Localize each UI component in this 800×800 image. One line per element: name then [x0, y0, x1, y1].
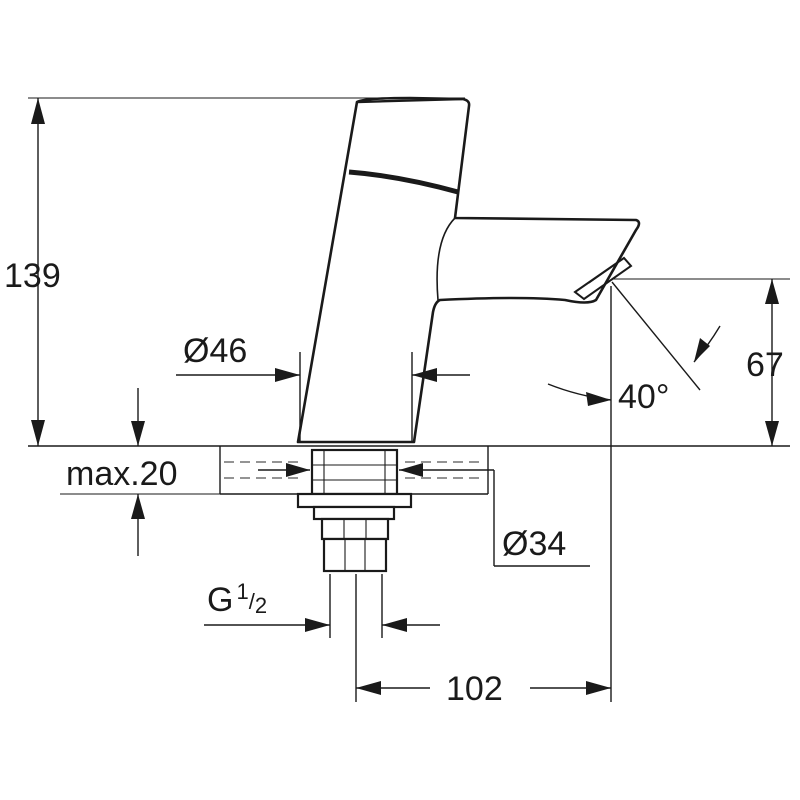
dim-label-body-diameter: Ø46: [183, 332, 247, 370]
dim-body-diameter: [176, 352, 470, 442]
thread-numerator: 1: [236, 579, 248, 604]
dim-spout-height: [612, 278, 790, 446]
dim-thread: [204, 574, 440, 638]
dim-label-spout-height: 67: [746, 346, 784, 384]
dim-max-thickness: [60, 388, 224, 556]
dim-label-spray-angle: 40°: [618, 378, 669, 416]
dim-spray-angle: [547, 281, 721, 406]
dim-label-max-thickness: max.20: [66, 455, 178, 493]
dim-label-hole-diameter: Ø34: [502, 525, 566, 563]
mounting-hardware: [296, 448, 413, 573]
faucet-body: [296, 96, 641, 444]
dim-label-total-height: 139: [4, 257, 61, 295]
dim-hole-diameter: [258, 463, 590, 567]
thread-base: G: [207, 581, 233, 619]
dim-label-projection: 102: [446, 670, 503, 708]
dim-total-height: [28, 97, 465, 446]
dim-projection: [355, 286, 612, 702]
thread-denominator: 2: [255, 593, 267, 618]
